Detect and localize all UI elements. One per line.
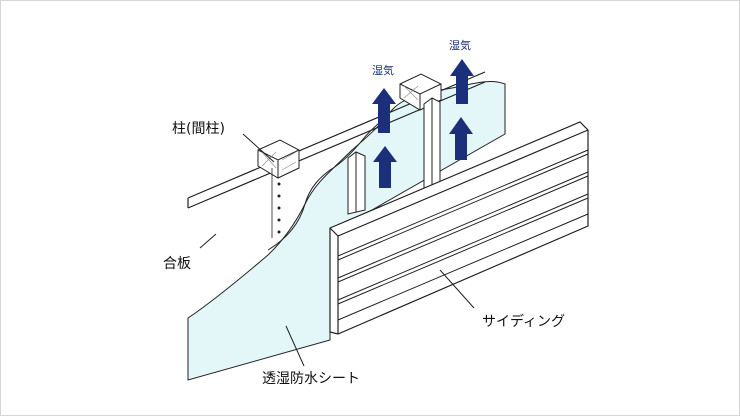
- siding-panel: [329, 121, 589, 335]
- vapor-arrow-right-lower: [449, 117, 473, 160]
- label-vapor-left: 湿気: [372, 63, 394, 77]
- label-plywood: 合板: [163, 256, 191, 272]
- batten-left: [347, 151, 366, 215]
- vapor-arrow-left-upper: [372, 88, 396, 133]
- vapor-arrows: [372, 59, 474, 188]
- vapor-arrow-left-lower: [373, 146, 397, 188]
- plywood-torn-edge: [267, 109, 393, 251]
- vapor-arrow-right-upper: [450, 59, 474, 104]
- leader-pillar: [242, 133, 275, 163]
- leader-siding: [439, 269, 475, 309]
- leader-membrane: [285, 325, 305, 367]
- label-pillar: 柱(間柱): [172, 121, 225, 137]
- label-siding: サイディング: [482, 313, 565, 330]
- label-vapor-right: 湿気: [449, 38, 471, 52]
- leader-plywood: [199, 233, 217, 249]
- nail-dots: [277, 182, 281, 234]
- pillar-left: [257, 139, 300, 179]
- batten-right: [423, 97, 441, 191]
- label-membrane: 透湿防水シート: [262, 371, 360, 387]
